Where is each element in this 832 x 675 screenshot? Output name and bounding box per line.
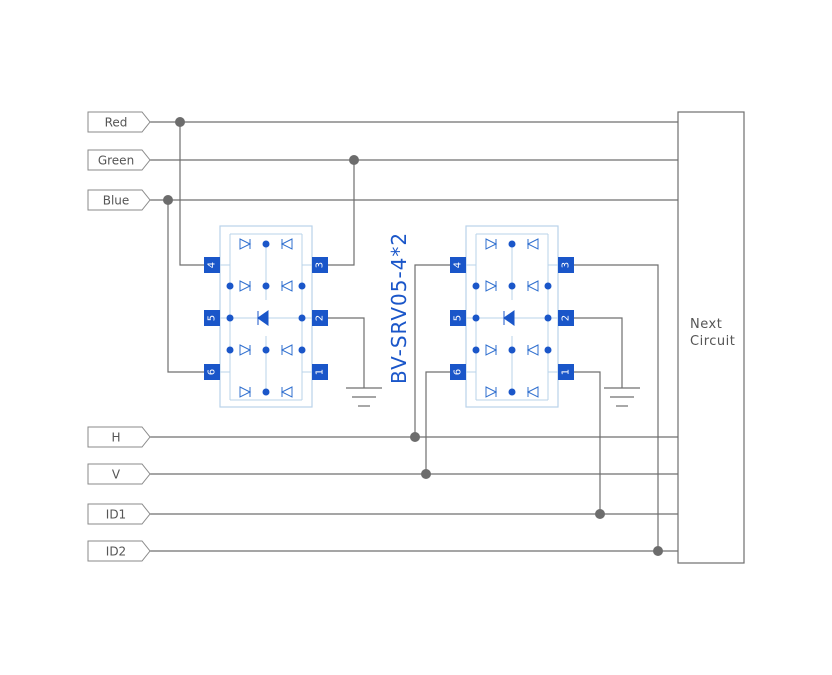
tvs-array-chip-2: 4 5 6 3 2 1 bbox=[450, 225, 574, 408]
chip1-pin-label: 2 bbox=[315, 315, 326, 321]
part-number-label: BV-SRV05-4*2 bbox=[387, 232, 411, 384]
chip2-pin-label: 3 bbox=[561, 262, 572, 268]
tvs-array-chip-1: 4 5 6 3 2 1 bbox=[204, 225, 328, 408]
chip2-pin-label: 4 bbox=[453, 262, 464, 268]
flag-blue: Blue bbox=[87, 189, 151, 211]
flag-h-label: H bbox=[111, 431, 120, 445]
wire-chip1-pin2-to-ground bbox=[328, 317, 365, 388]
chip1-pin-label: 6 bbox=[207, 369, 218, 375]
wire-pin1-to-id1 bbox=[574, 371, 601, 514]
ground-symbol-1 bbox=[346, 387, 382, 407]
flag-id1: ID1 bbox=[87, 503, 151, 525]
chip1-nodes bbox=[226, 240, 306, 396]
wire-blue-to-pin6 bbox=[167, 200, 204, 373]
junction-id1 bbox=[595, 509, 605, 519]
next-circuit-line1: Next bbox=[690, 317, 722, 332]
chip2-connections bbox=[414, 264, 659, 551]
signal-wires bbox=[150, 121, 678, 552]
flag-v-label: V bbox=[112, 468, 121, 482]
junction-blue bbox=[163, 195, 173, 205]
wire-pin6-to-v bbox=[425, 371, 450, 474]
chip2-pin-label: 1 bbox=[561, 369, 572, 375]
flag-blue-label: Blue bbox=[103, 194, 130, 208]
flag-green-label: Green bbox=[98, 154, 134, 168]
flag-red: Red bbox=[87, 111, 151, 133]
chip1-tvs-diode bbox=[257, 310, 269, 326]
chip2-tvs-diode bbox=[503, 310, 515, 326]
junction-h bbox=[410, 432, 420, 442]
wire-green-to-pin3 bbox=[328, 160, 355, 266]
next-circuit-line2: Circuit bbox=[690, 334, 735, 349]
flag-v: V bbox=[87, 463, 151, 485]
flag-h: H bbox=[87, 426, 151, 448]
chip1-pin-label: 1 bbox=[315, 369, 326, 375]
flag-red-label: Red bbox=[105, 116, 128, 130]
junction-v bbox=[421, 469, 431, 479]
chip1-connections bbox=[167, 122, 365, 388]
flag-id1-label: ID1 bbox=[106, 508, 126, 522]
wire-pin4-to-h bbox=[414, 264, 450, 437]
chip1-pin-label: 4 bbox=[207, 262, 218, 268]
junction-green bbox=[349, 155, 359, 165]
wire-chip2-pin2-to-ground bbox=[574, 317, 623, 388]
chip1-pin-label: 5 bbox=[207, 315, 218, 321]
chip2-pin-label: 6 bbox=[453, 369, 464, 375]
chip2-nodes bbox=[472, 240, 552, 396]
flag-id2: ID2 bbox=[87, 540, 151, 562]
junction-red bbox=[175, 117, 185, 127]
chip2-internal-wiring bbox=[458, 233, 566, 401]
chip2-pins: 4 5 6 3 2 1 bbox=[450, 257, 574, 380]
ground-symbol-2 bbox=[604, 387, 640, 407]
flag-green: Green bbox=[87, 149, 151, 171]
chip2-diodes bbox=[485, 238, 539, 398]
junction-id2 bbox=[653, 546, 663, 556]
signal-flags: Red Green Blue H V ID1 ID2 bbox=[87, 111, 151, 562]
wire-pin3-to-id2 bbox=[574, 264, 659, 551]
wire-red-to-pin4 bbox=[179, 122, 204, 266]
flag-id2-label: ID2 bbox=[106, 545, 126, 559]
next-circuit-box: Next Circuit bbox=[677, 111, 745, 564]
chip1-pins: 4 5 6 3 2 1 bbox=[204, 257, 328, 380]
chip1-pin-label: 3 bbox=[315, 262, 326, 268]
chip2-pin-label: 5 bbox=[453, 315, 464, 321]
chip1-diodes bbox=[239, 238, 293, 398]
chip2-pin-label: 2 bbox=[561, 315, 572, 321]
junctions bbox=[163, 117, 663, 556]
